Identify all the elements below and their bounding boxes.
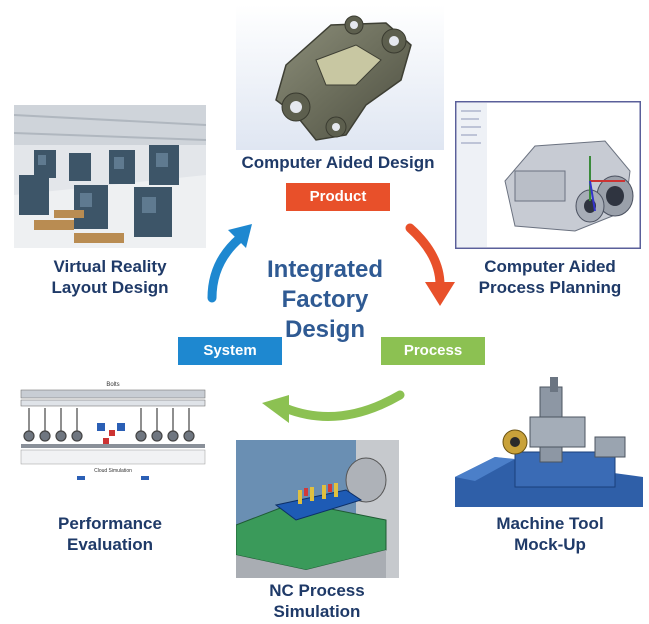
perf-caption-text: Cloud Simulation [94, 468, 132, 474]
process-tag: Process [381, 337, 485, 365]
arrow-system-to-product [207, 233, 245, 303]
capp-label-line-2: Process Planning [478, 278, 622, 297]
perf-header-text: Bolts [106, 382, 119, 388]
arrow-product-to-process [405, 223, 445, 290]
mt-label-line-2: Mock-Up [514, 535, 586, 554]
nc-label: NC Process Simulation [237, 580, 397, 622]
system-tag: System [178, 337, 282, 365]
arrow-process-to-system [280, 390, 405, 421]
vr-label-line-2: Layout Design [51, 278, 169, 297]
center-title-line-1: Integrated [266, 256, 383, 283]
perf-label-line-2: Evaluation [67, 535, 153, 554]
center-title-line-3: Design [284, 316, 365, 343]
nc-label-line-1: NC Process [269, 581, 365, 600]
cad-label: Computer Aided Design [241, 153, 435, 172]
arrow-system-to-product-head [228, 224, 252, 248]
machine-tool-image [455, 377, 643, 507]
arrow-process-to-system-head [262, 395, 289, 423]
vr-label: Virtual Reality Layout Design [20, 256, 200, 298]
product-tag: Product [286, 183, 390, 211]
cad-part-image [236, 5, 444, 150]
capp-label-line-1: Computer Aided [484, 257, 616, 276]
capp-label: Computer Aided Process Planning [455, 256, 645, 298]
perf-label-line-1: Performance [58, 514, 162, 533]
nc-label-line-2: Simulation [273, 602, 361, 621]
performance-chart-image: Bolts Cloud Simulation [17, 378, 209, 488]
mt-label-line-1: Machine Tool [496, 514, 604, 533]
mt-label: Machine Tool Mock-Up [460, 513, 640, 555]
center-title: Integrated Factory Design [245, 255, 405, 345]
nc-simulation-image [236, 440, 399, 578]
capp-software-image [455, 101, 641, 249]
vr-layout-image [14, 105, 206, 248]
vr-label-line-1: Virtual Reality [53, 257, 167, 276]
center-title-line-2: Factory [281, 286, 369, 313]
perf-label: Performance Evaluation [20, 513, 200, 555]
arrow-product-to-process-head [425, 282, 455, 306]
